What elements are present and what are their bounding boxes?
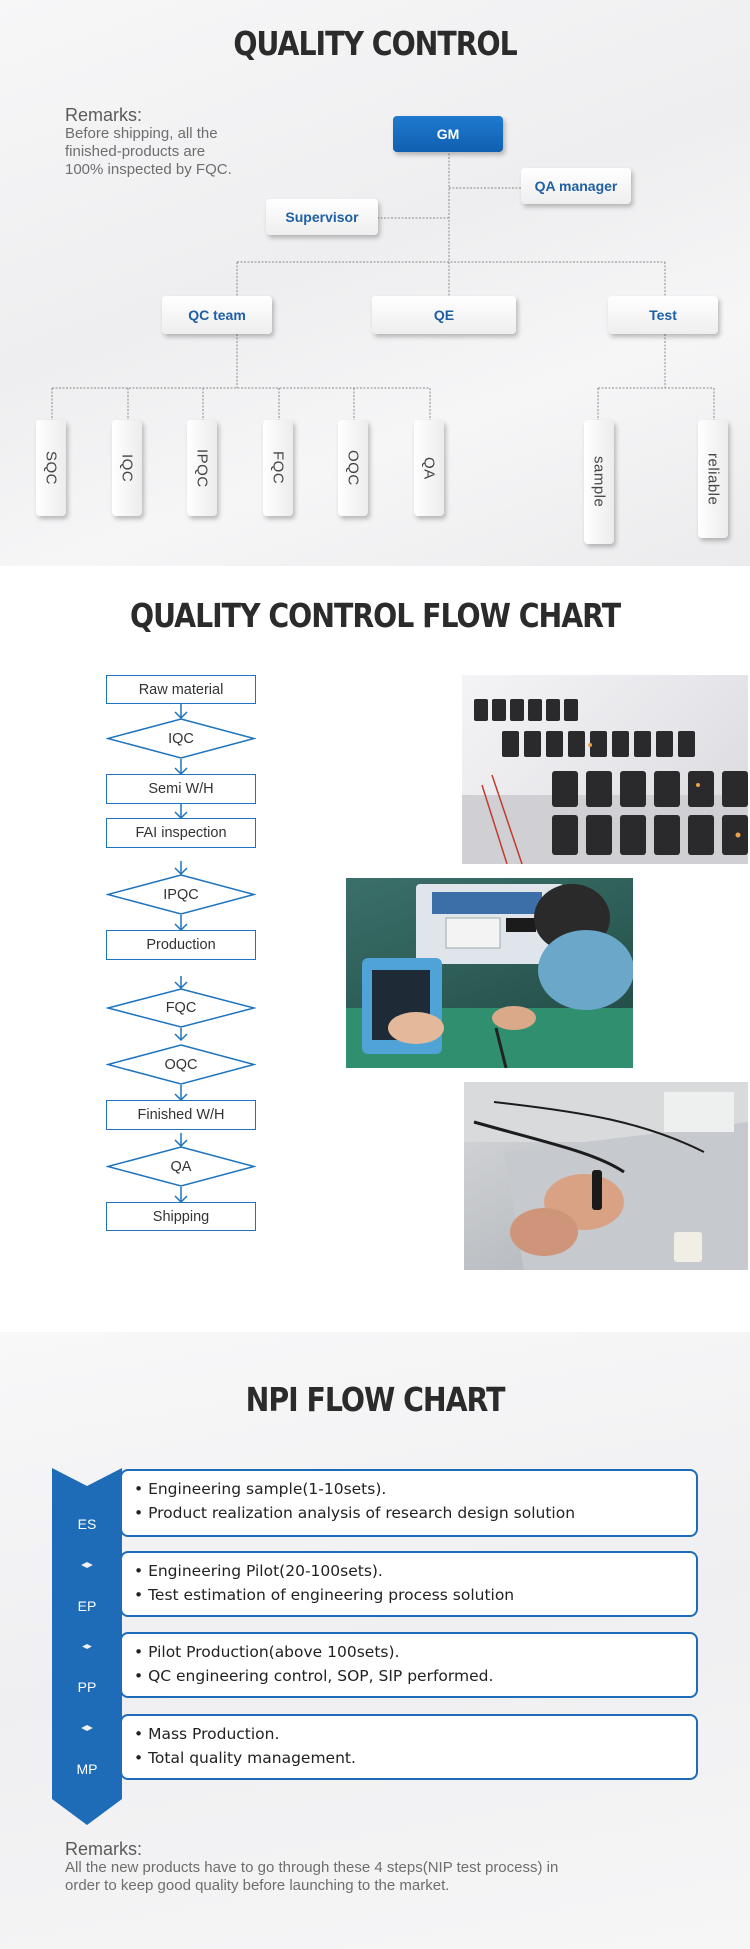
npi-tag-pp: PP	[52, 1631, 122, 1743]
npi-tag-es: ES	[52, 1468, 122, 1580]
flow-step-iqc: IQC	[106, 718, 256, 759]
oqc-node: OQC	[338, 420, 368, 516]
npi-tag-mp: MP	[52, 1713, 122, 1825]
reliable-node: reliable	[698, 420, 728, 538]
npi-card-mp: • Mass Production. • Total quality manag…	[120, 1714, 698, 1780]
npi-title: NPI FLOW CHART	[245, 1380, 506, 1419]
gm-node: GM	[393, 116, 503, 152]
flow-step-finished-wh: Finished W/H	[106, 1100, 256, 1130]
qa-manager-node: QA manager	[521, 168, 631, 204]
supervisor-node: Supervisor	[266, 199, 378, 235]
quality-control-section: QUALITY CONTROL Remarks: Before shipping…	[0, 0, 750, 566]
flow-step-shipping: Shipping	[106, 1202, 256, 1231]
test-node: Test	[608, 296, 718, 334]
cable-test-photo	[464, 1082, 748, 1270]
org-remarks-text: Before shipping, all the finished-produc…	[65, 125, 232, 178]
sqc-node: SQC	[36, 420, 66, 516]
npi-remarks-text: All the new products have to go through …	[65, 1859, 559, 1894]
flow-step-production: Production	[106, 930, 256, 960]
npi-remarks-heading: Remarks:	[65, 1839, 143, 1859]
ipqc-node: IPQC	[187, 420, 217, 516]
flow-step-semi-wh: Semi W/H	[106, 774, 256, 804]
flow-step-oqc: OQC	[106, 1044, 256, 1085]
fqc-node: FQC	[263, 420, 293, 516]
iqc-node: IQC	[112, 420, 142, 516]
sample-node: sample	[584, 420, 614, 544]
npi-card-pp: • Pilot Production(above 100sets). • QC …	[120, 1632, 698, 1698]
org-remarks-heading: Remarks:	[65, 105, 143, 125]
charger-rack-photo	[462, 675, 748, 864]
qc-team-node: QC team	[162, 296, 272, 334]
flow-step-fai-inspection: FAI inspection	[106, 818, 256, 848]
flow-step-ipqc: IPQC	[106, 874, 256, 915]
flow-chart-section: QUALITY CONTROL FLOW CHART Raw material …	[0, 566, 750, 1332]
qe-node: QE	[372, 296, 516, 334]
flow-chart-title: QUALITY CONTROL FLOW CHART	[129, 596, 621, 635]
flow-step-qa: QA	[106, 1146, 256, 1187]
org-connector-lines	[51, 150, 715, 420]
npi-card-ep: • Engineering Pilot(20-100sets). • Test …	[120, 1551, 698, 1617]
flow-step-fqc: FQC	[106, 988, 256, 1028]
npi-section: NPI FLOW CHART ES • Engineering sample(1…	[0, 1332, 750, 1949]
npi-card-es: • Engineering sample(1-10sets). • Produc…	[120, 1469, 698, 1537]
quality-control-title: QUALITY CONTROL	[233, 24, 517, 63]
qa-node: QA	[414, 420, 444, 516]
bench-test-photo	[346, 878, 633, 1068]
npi-tag-ep: EP	[52, 1550, 122, 1662]
flow-step-raw-material: Raw material	[106, 675, 256, 704]
